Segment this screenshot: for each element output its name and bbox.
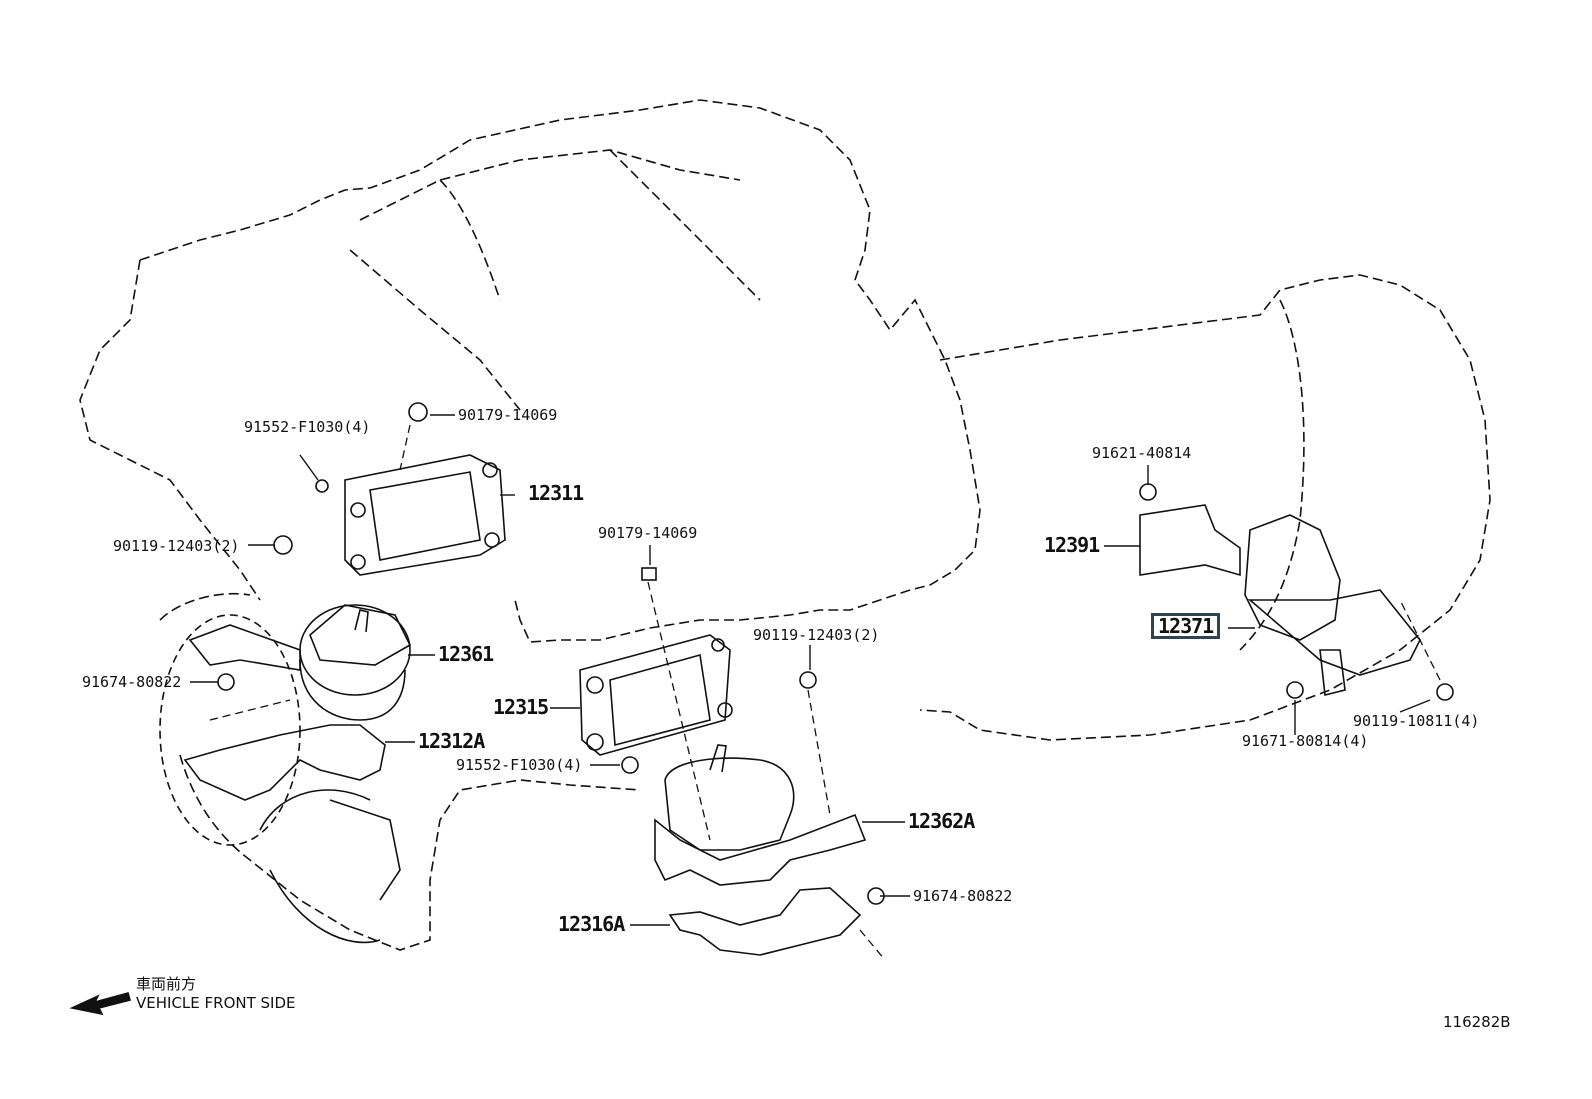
alignment-lines [209,424,1441,961]
figure-id: 116282B [1443,1013,1511,1031]
part-label-12391[interactable]: 12391 [1044,533,1100,557]
bracket-12311 [344,454,506,576]
direction-legend-english: VEHICLE FRONT SIDE [136,994,296,1012]
engine-lower-outline [159,592,641,951]
bracket-12316A [668,887,862,956]
bracket-12371-lower [1319,649,1346,696]
fastener-label-90179-14069[interactable]: 90179-14069 [458,406,558,424]
direction-legend-japanese: 車両前方 [136,975,197,993]
part-label-12371-highlighted[interactable]: 12371 [1151,613,1221,639]
direction-legend: 車両前方 VEHICLE FRONT SIDE [136,975,296,1013]
part-label-12362A[interactable]: 12362A [908,809,975,833]
bracket-12312A [183,724,386,801]
fastener-label-90119-10811[interactable]: 90119-10811(4) [1353,712,1480,730]
engine-outline [139,99,981,643]
bracket-12391 [1139,504,1241,577]
exhaust-pipe [259,789,401,944]
part-label-12316A[interactable]: 12316A [558,912,625,936]
transmission-seam [1239,299,1305,651]
part-label-12311[interactable]: 12311 [528,481,584,505]
arrow-left-icon [69,992,131,1016]
fastener-label-91552-F1030[interactable]: 91552-F1030(4) [244,418,371,436]
fastener-label-91671-80814[interactable]: 91671-80814(4) [1242,732,1369,750]
part-label-12315[interactable]: 12315 [493,695,549,719]
part-label-12361[interactable]: 12361 [438,642,494,666]
fastener-label-90119-12403[interactable]: 90119-12403(2) [113,537,240,555]
fastener-label-91621-40814[interactable]: 91621-40814 [1092,444,1192,462]
fastener-glyphs [217,402,1454,905]
bracket-12371 [1244,514,1421,676]
fastener-label-91674-80822-b[interactable]: 91674-80822 [913,887,1013,905]
part-label-12312A[interactable]: 12312A [418,729,485,753]
fastener-label-90119-12403-b[interactable]: 90119-12403(2) [753,626,880,644]
leader-lines [190,414,1431,926]
bracket-12315 [579,634,733,756]
fastener-label-90179-14069-b[interactable]: 90179-14069 [598,524,698,542]
engine-mount-left [188,604,412,721]
engine-outline-left [79,259,261,601]
dashed-ellipse-left [159,614,301,846]
fastener-label-91674-80822[interactable]: 91674-80822 [82,673,182,691]
engine-valve-covers [349,149,761,411]
transmission-outline [919,274,1491,741]
engine-mount-right [654,744,867,886]
fastener-label-91552-F1030-b[interactable]: 91552-F1030(4) [456,756,583,774]
